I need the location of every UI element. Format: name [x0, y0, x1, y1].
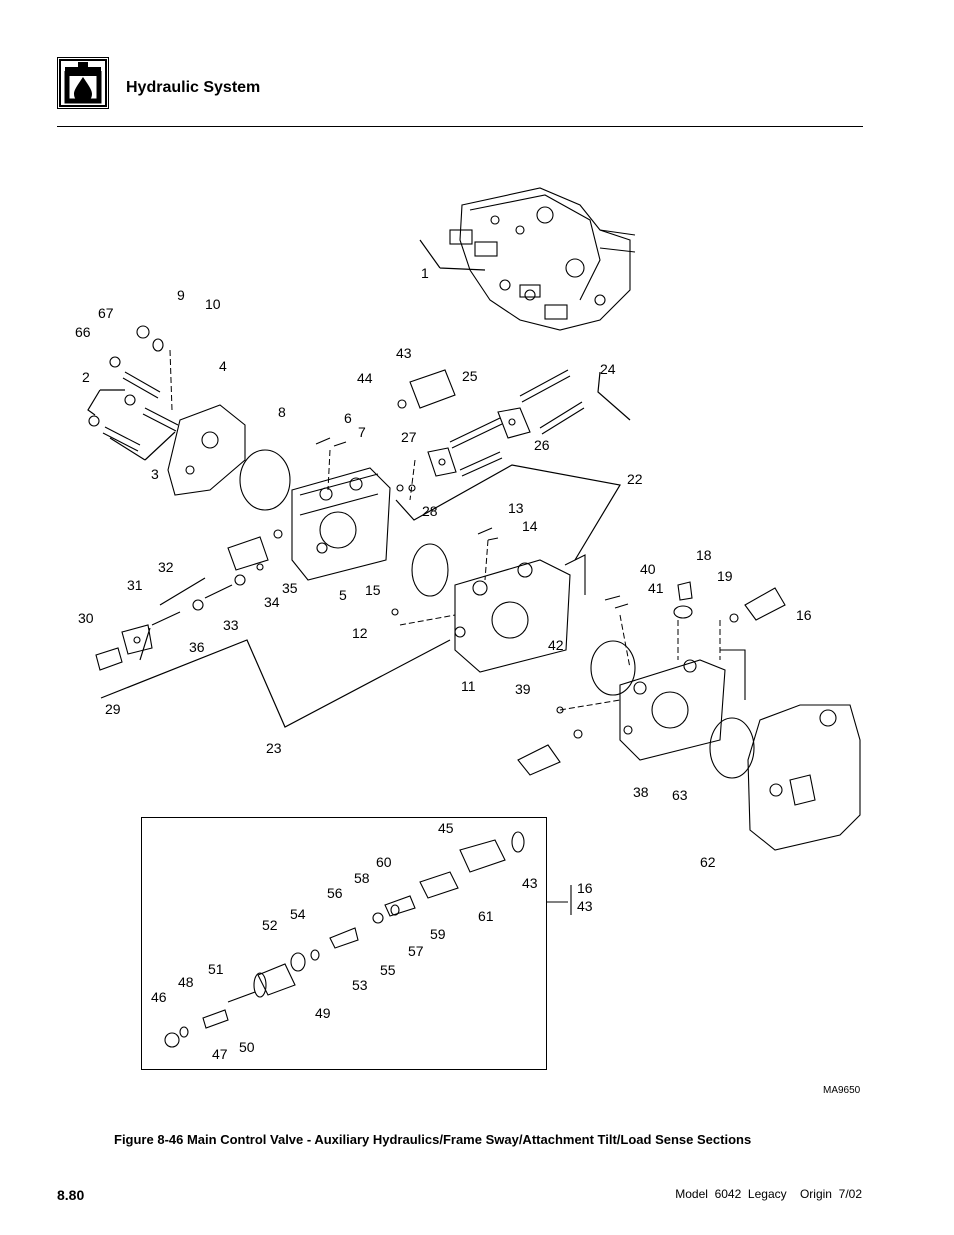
callout-label: 22 [627, 471, 643, 487]
callout-label: 66 [75, 324, 91, 340]
model-info: Model 6042 Legacy Origin 7/02 [675, 1187, 862, 1201]
inset-label: 43 [577, 898, 593, 914]
callout-label: 34 [264, 594, 280, 610]
callout-label: 6 [344, 410, 352, 426]
callout-label: 43 [396, 345, 412, 361]
exploded-valve-diagram [87, 187, 861, 1070]
callout-label: 58 [354, 870, 370, 886]
callout-label: 2 [82, 369, 90, 385]
callout-label: 54 [290, 906, 306, 922]
callout-label: 18 [696, 547, 712, 563]
callout-label: 10 [205, 296, 221, 312]
callout-label: 63 [672, 787, 688, 803]
callout-label: 61 [478, 908, 494, 924]
callout-label: 48 [178, 974, 194, 990]
callout-label: 25 [462, 368, 478, 384]
callout-label: 33 [223, 617, 239, 633]
callout-label: 11 [461, 678, 476, 694]
callout-label: 27 [401, 429, 417, 445]
callout-label: 5 [339, 587, 347, 603]
callout-label: 50 [239, 1039, 255, 1055]
callout-label: 15 [365, 582, 381, 598]
hydraulic-oil-drop-icon [57, 57, 109, 109]
callout-label: 23 [266, 740, 282, 756]
callout-label: 29 [105, 701, 121, 717]
callout-label: 14 [522, 518, 538, 534]
callout-label: 28 [422, 503, 438, 519]
callout-label: 40 [640, 561, 656, 577]
callout-label: 19 [717, 568, 733, 584]
callout-label: 44 [357, 370, 373, 386]
callout-label: 26 [534, 437, 550, 453]
header-divider [57, 126, 863, 127]
callout-label: 47 [212, 1046, 228, 1062]
callout-label: 41 [648, 580, 664, 596]
inset-label: 16 [577, 880, 593, 896]
hydraulic-logo [57, 57, 109, 109]
callout-label: 52 [262, 917, 278, 933]
callout-label: 1 [421, 265, 429, 281]
callout-label: 45 [438, 820, 454, 836]
callout-label: 36 [189, 639, 205, 655]
callout-label: 4 [219, 358, 227, 374]
callout-label: 9 [177, 287, 185, 303]
callout-label: 62 [700, 854, 716, 870]
callout-label: 46 [151, 989, 167, 1005]
drawing-id: MA9650 [823, 1085, 861, 1096]
callout-label: 51 [208, 961, 224, 977]
callout-label: 38 [633, 784, 649, 800]
callout-label: 42 [548, 637, 564, 653]
page-section-title: Hydraulic System [126, 79, 261, 96]
callout-label: 32 [158, 559, 174, 575]
callout-label: 60 [376, 854, 392, 870]
callout-label: 3 [151, 466, 159, 482]
assembled-valve-drawing [449, 187, 636, 331]
inset-spool-exploded [164, 831, 572, 1048]
callout-label: 24 [600, 361, 616, 377]
page-number: 8.80 [57, 1187, 85, 1203]
callout-label: 39 [515, 681, 531, 697]
callout-label: 7 [358, 424, 366, 440]
callout-label: 35 [282, 580, 298, 596]
callout-label: 56 [327, 885, 343, 901]
callout-label: 8 [278, 404, 286, 420]
callout-label: 57 [408, 943, 424, 959]
callout-label: 31 [127, 577, 143, 593]
callout-label: 30 [78, 610, 94, 626]
callout-label: 16 [796, 607, 812, 623]
figure-caption: Figure 8-46 Main Control Valve - Auxilia… [114, 1132, 752, 1147]
callout-label: 43 [522, 875, 538, 891]
callout-label: 59 [430, 926, 446, 942]
callout-label: 49 [315, 1005, 331, 1021]
callout-label: 53 [352, 977, 368, 993]
callout-label: 12 [352, 625, 368, 641]
callout-label: 67 [98, 305, 114, 321]
callout-label: 55 [380, 962, 396, 978]
callout-label: 13 [508, 500, 524, 516]
